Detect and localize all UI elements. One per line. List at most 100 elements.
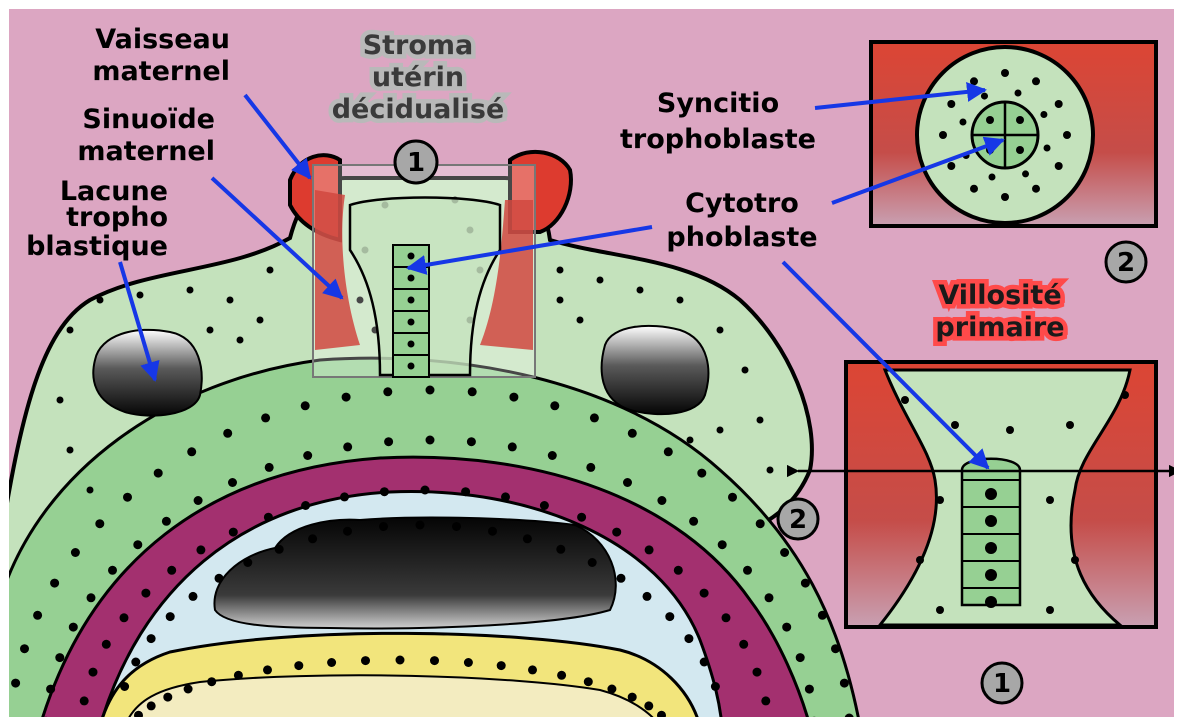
nucleus-dot: [782, 623, 791, 632]
nucleus-dot: [147, 634, 156, 643]
nucleus-dot: [916, 556, 924, 564]
nucleus-dot: [986, 116, 994, 124]
nucleus-dot: [67, 447, 74, 454]
label-sinusoide-line1: Sinuoïde: [82, 104, 215, 135]
label-stroma-line2: utérin: [372, 62, 464, 93]
label-cytotro-line2: phoblaste: [666, 222, 817, 253]
nucleus-dot: [508, 442, 517, 451]
nucleus-dot: [408, 253, 415, 260]
nucleus-dot: [689, 517, 698, 526]
nucleus-dot: [742, 367, 749, 374]
nucleus-dot: [301, 501, 310, 510]
nucleus-dot: [194, 496, 203, 505]
nucleus-dot: [970, 185, 978, 193]
nucleus-dot: [166, 612, 175, 621]
nucleus-dot: [189, 592, 198, 601]
nucleus-dot: [947, 162, 955, 170]
nucleus-dot: [637, 287, 644, 294]
nucleus-dot: [396, 656, 405, 665]
nucleus-dot: [50, 579, 59, 588]
nucleus-dot: [959, 118, 966, 125]
nucleus-dot: [131, 658, 140, 667]
nucleus-dot: [951, 421, 959, 429]
nucleus-dot: [700, 658, 709, 667]
nucleus-dot: [468, 387, 477, 396]
nucleus-dot: [215, 574, 224, 583]
nucleus-dot: [263, 665, 272, 674]
nucleus-dot: [102, 640, 111, 649]
nucleus-dot: [154, 469, 163, 478]
nucleus-dot: [628, 693, 637, 702]
label-vaisseau-line2: maternel: [92, 56, 230, 87]
nucleus-dot: [718, 540, 727, 549]
nucleus-dot: [981, 93, 988, 100]
nucleus-dot: [461, 487, 470, 496]
label-stroma-line1: Stroma: [363, 30, 474, 61]
nucleus-dot: [840, 679, 849, 688]
marker-section-top: 2: [1106, 242, 1146, 282]
marker-zoom-detail-label: 1: [993, 669, 1011, 699]
nucleus-dot: [767, 467, 774, 474]
nucleus-dot: [985, 542, 997, 554]
nucleus-dot: [757, 417, 764, 424]
nucleus-dot: [497, 661, 506, 670]
nucleus-dot: [743, 566, 752, 575]
nucleus-dot: [501, 492, 510, 501]
nucleus-dot: [988, 174, 995, 181]
nucleus-dot: [308, 534, 317, 543]
nucleus-dot: [985, 488, 997, 500]
nucleus-dot: [557, 267, 564, 274]
nucleus-dot: [664, 447, 673, 456]
nucleus-dot: [33, 611, 42, 620]
nucleus-dot: [597, 277, 604, 284]
nucleus-dot: [187, 287, 194, 294]
nucleus-dot: [1066, 421, 1074, 429]
nucleus-dot: [1121, 391, 1129, 399]
nucleus-dot: [528, 665, 537, 674]
nucleus-dot: [421, 486, 430, 495]
nucleus-dot: [120, 682, 129, 691]
label-sinusoide-line2: maternel: [77, 136, 215, 167]
nucleus-dot: [753, 668, 762, 677]
nucleus-dot: [1032, 77, 1040, 85]
nucleus-dot: [97, 297, 104, 304]
marker-zoom-detail: 1: [982, 663, 1022, 703]
nucleus-dot: [163, 693, 172, 702]
nucleus-dot: [137, 292, 144, 299]
nucleus-dot: [229, 528, 238, 537]
nucleus-dot: [184, 685, 193, 694]
villus-inset: [798, 362, 1180, 627]
nucleus-dot: [452, 522, 461, 531]
nucleus-dot: [340, 492, 349, 501]
nucleus-dot: [1046, 606, 1054, 614]
nucleus-dot: [711, 682, 720, 691]
nucleus-dot: [123, 493, 132, 502]
label-cytotro-line1: Cytotro: [685, 188, 799, 219]
nucleus-dot: [617, 574, 626, 583]
nucleus-dot: [464, 658, 473, 667]
nucleus-dot: [264, 513, 273, 522]
nucleus-dot: [700, 589, 709, 598]
lacune-left: [93, 330, 201, 416]
nucleus-dot: [1063, 131, 1071, 139]
nucleus-dot: [796, 653, 805, 662]
nucleus-dot: [380, 487, 389, 496]
nucleus-dot: [556, 545, 565, 554]
nucleus-dot: [644, 701, 653, 710]
nucleus-dot: [108, 566, 117, 575]
nucleus-dot: [426, 386, 435, 395]
nucleus-dot: [95, 519, 104, 528]
nucleus-dot: [261, 413, 270, 422]
nucleus-dot: [780, 548, 789, 557]
nucleus-dot: [1040, 111, 1047, 118]
label-stroma-line3: décidualisé: [332, 94, 505, 125]
nucleus-dot: [196, 545, 205, 554]
nucleus-dot: [408, 297, 415, 304]
nucleus-dot: [540, 501, 549, 510]
label-syncitio-line2: trophoblaste: [620, 124, 816, 155]
nucleus-dot: [985, 596, 997, 608]
nucleus-dot: [257, 317, 264, 324]
nucleus-dot: [577, 513, 586, 522]
nucleus-dot: [187, 447, 196, 456]
nucleus-dot: [1015, 89, 1022, 96]
